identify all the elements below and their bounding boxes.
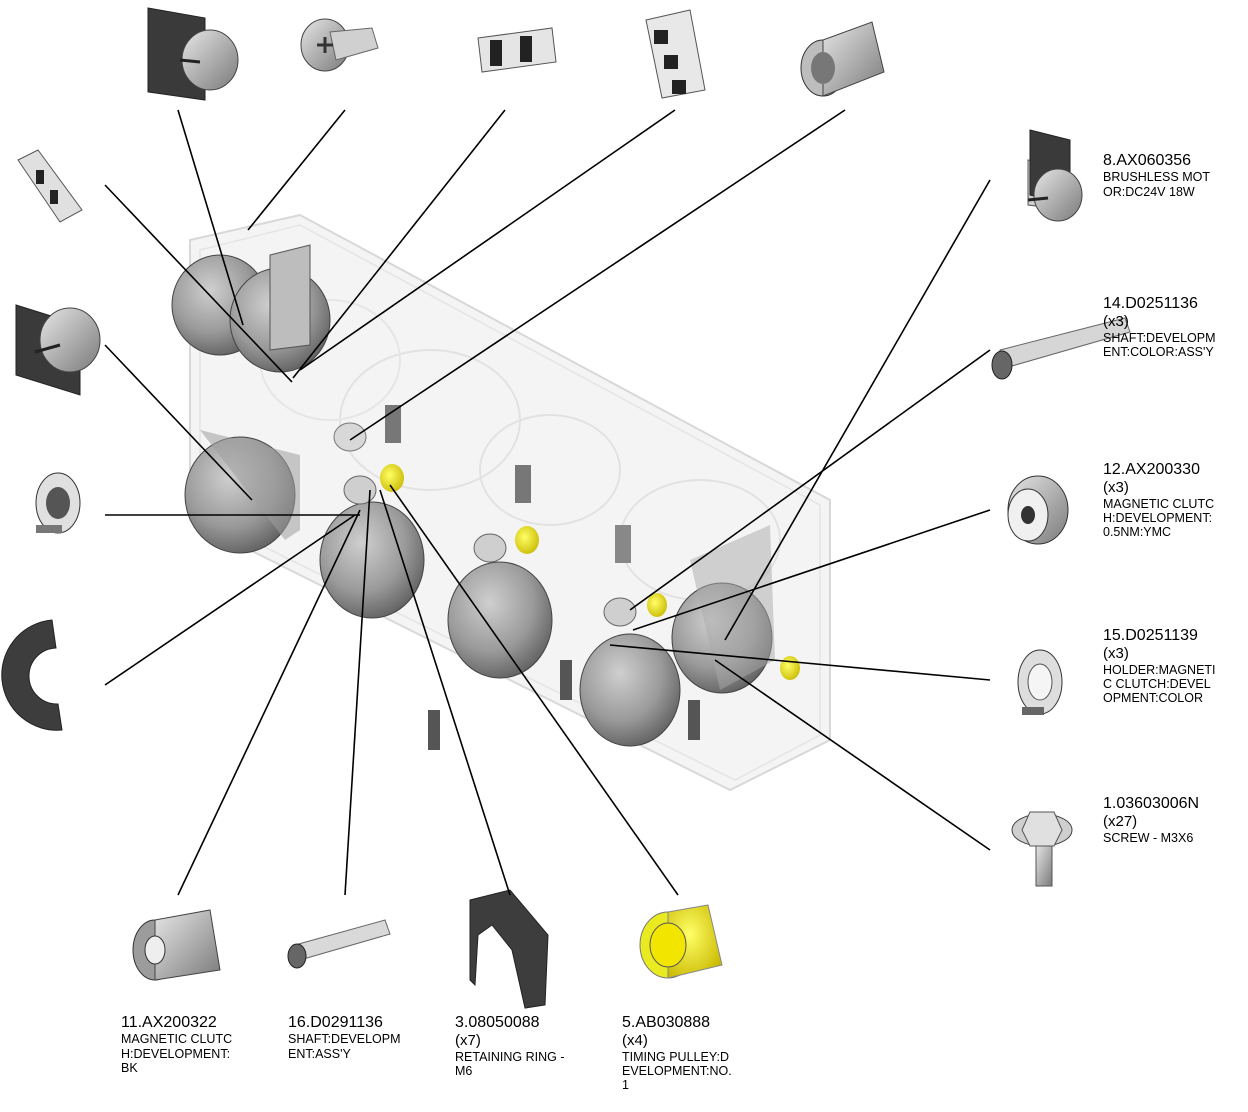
part-quantity: (x3) <box>1103 645 1129 663</box>
part-description: RETAINING RING - M6 <box>455 1049 565 1079</box>
callout-part-12: 12.AX200330 (x3) MAGNETIC CLUTC H:DEVELO… <box>1103 461 1214 540</box>
part-timing-pulley <box>639 904 723 979</box>
part-quantity: (x4) <box>622 1032 648 1050</box>
part-number: 14.D0251136 <box>1103 295 1198 312</box>
part-rail-left <box>17 149 83 223</box>
callout-part-16: 16.D0291136 SHAFT:DEVELOPM ENT:ASS'Y <box>288 1014 401 1061</box>
part-shaft-development <box>287 919 391 969</box>
part-holder-clip-a <box>477 27 557 73</box>
callout-part-14: 14.D0251136 (x3) SHAFT:DEVELOPM ENT:COLO… <box>1103 295 1216 359</box>
part-bushing-top <box>800 21 885 97</box>
part-description: SHAFT:DEVELOPM ENT:COLOR:ASS'Y <box>1103 330 1216 360</box>
callout-part-15: 15.D0251139 (x3) HOLDER:MAGNETI C CLUTCH… <box>1103 627 1216 706</box>
callout-part-3: 3.08050088 (x7) RETAINING RING - M6 <box>455 1014 565 1078</box>
part-description: HOLDER:MAGNETI C CLUTCH:DEVEL OPMENT:COL… <box>1103 662 1216 706</box>
part-description: TIMING PULLEY:D EVELOPMENT:NO. 1 <box>622 1049 732 1093</box>
part-clutch-holder-left <box>35 472 81 534</box>
part-number: 5.AB030888 <box>622 1014 711 1031</box>
motor-2 <box>319 501 425 619</box>
part-number: 3.08050088 <box>455 1014 540 1031</box>
part-description: MAGNETIC CLUTC H:DEVELOPMENT: BK <box>121 1032 233 1076</box>
part-bracket-motor-top <box>147 7 239 101</box>
part-motor-left <box>15 304 101 396</box>
part-number: 12.AX200330 <box>1103 461 1200 478</box>
part-quantity: (x7) <box>455 1032 481 1050</box>
callout-part-11: 11.AX200322 MAGNETIC CLUTC H:DEVELOPMENT… <box>121 1014 232 1076</box>
part-clutch-holder-color <box>1017 649 1063 715</box>
part-holder-clip-b <box>645 9 706 99</box>
part-magnetic-clutch-ymc <box>1007 475 1069 545</box>
part-number: 15.D0251139 <box>1103 627 1198 644</box>
motor-4 <box>579 633 681 747</box>
part-screw-top <box>300 18 379 72</box>
part-number: 11.AX200322 <box>121 1014 217 1031</box>
part-retaining-ring-left <box>1 619 63 731</box>
callout-part-5: 5.AB030888 (x4) TIMING PULLEY:D EVELOPME… <box>622 1014 732 1093</box>
part-description: SCREW - M3X6 <box>1103 830 1194 845</box>
part-shaft-color <box>991 317 1131 380</box>
part-quantity: (x3) <box>1103 479 1129 497</box>
part-screw-m3x6 <box>1011 811 1073 887</box>
leader-lines <box>104 109 991 896</box>
part-number: 8.AX060356 <box>1103 152 1192 169</box>
drive-unit-assembly <box>171 213 831 792</box>
part-quantity: (x3) <box>1103 313 1129 331</box>
motor-3 <box>447 561 553 679</box>
callout-part-1: 1.03603006N (x27) SCREW - M3X6 <box>1103 795 1199 845</box>
part-retaining-ring-m6 <box>469 889 549 1009</box>
callout-part-8: 8.AX060356 BRUSHLESS MOT OR:DC24V 18W <box>1103 152 1210 199</box>
part-description: MAGNETIC CLUTC H:DEVELOPMENT: 0.5NM:YMC <box>1103 496 1215 540</box>
part-magnetic-clutch-bk <box>132 909 221 981</box>
part-number: 1.03603006N <box>1103 795 1200 812</box>
part-description: BRUSHLESS MOT OR:DC24V 18W <box>1103 170 1210 199</box>
part-number: 16.D0291136 <box>288 1014 383 1031</box>
part-quantity: (x27) <box>1103 813 1138 831</box>
part-brushless-motor <box>1027 129 1083 222</box>
part-description: SHAFT:DEVELOPM ENT:ASS'Y <box>288 1032 401 1061</box>
